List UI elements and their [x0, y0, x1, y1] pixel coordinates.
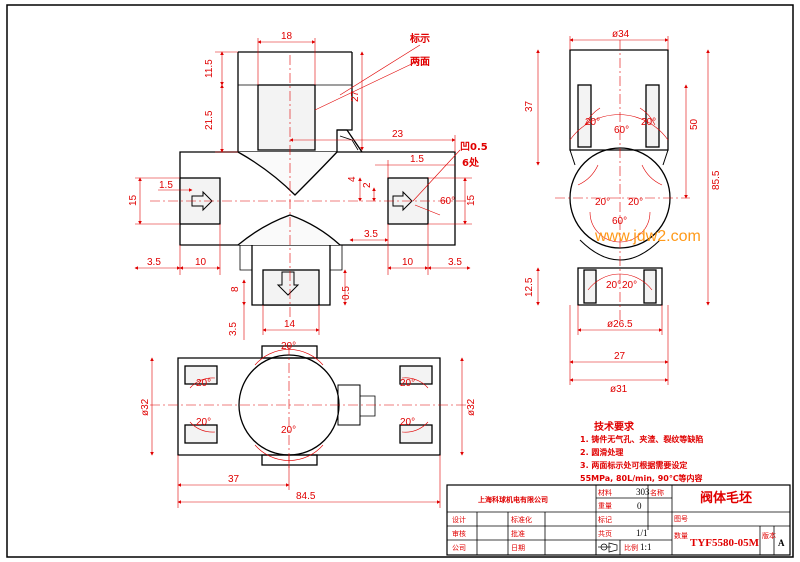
dim-0-5: 0.5 — [341, 286, 352, 300]
dim-1-5-right: 1.5 — [410, 154, 424, 165]
dim-side-dia-26-5: ø26.5 — [607, 319, 633, 330]
dim-3-5-d: 3.5 — [228, 322, 239, 336]
dim-side-a20-1: 20° — [585, 117, 600, 128]
mark-label: 标记 — [598, 515, 612, 524]
front-view-labels: 标示 两面 凹0.5 6处 — [409, 32, 488, 169]
standard-label: 标准化 — [511, 515, 532, 524]
dim-top-dia-32-left: ø32 — [140, 398, 151, 416]
label-emboss: 凹0.5 — [460, 141, 488, 153]
approve-label: 批准 — [511, 529, 525, 538]
dim-10-b: 10 — [402, 257, 414, 268]
dim-11-5: 11.5 — [204, 59, 215, 78]
dim-top-84-5: 84.5 — [296, 491, 316, 502]
dim-15-left: 15 — [128, 194, 139, 206]
material-value: 303 — [636, 487, 650, 497]
dim-side-a20-5: 20° — [606, 280, 621, 291]
dim-27: 27 — [350, 90, 361, 102]
side-view-dim-text: ø34 37 20° 20° 60° 50 85.5 20° 20° 60° 2… — [524, 29, 722, 395]
sheet-value: 1/1 — [636, 528, 648, 538]
dim-top-a20-l1: 20° — [196, 378, 211, 389]
weight-value: 0 — [637, 501, 642, 511]
dim-3-5-c: 3.5 — [448, 257, 462, 268]
side-view — [555, 40, 690, 320]
top-view — [150, 345, 470, 470]
dim-side-27: 27 — [614, 351, 626, 362]
dim-side-a20-4: 20° — [628, 197, 643, 208]
dim-8: 8 — [230, 286, 241, 292]
dim-top-a20-r1: 20° — [400, 378, 415, 389]
title-block-text: 上海科球机电有限公司 材料 303 名称 阀体毛坯 重量 0 图号 设计 标准化… — [452, 487, 785, 553]
dim-angle-60: 60° — [440, 196, 455, 207]
dim-top-a20-top: 20° — [281, 341, 296, 352]
dim-side-12-5: 12.5 — [524, 277, 535, 297]
drawing-no-caption: 数量 — [674, 531, 688, 540]
version-value: A — [778, 538, 785, 548]
sheet-label: 共页 — [598, 529, 612, 538]
tech-req-title: 技术要求 — [594, 420, 635, 433]
name-label: 名称 — [650, 488, 664, 497]
dim-side-37: 37 — [524, 100, 535, 112]
front-view-dim-text: 18 11.5 21.5 27 23 1.5 4 2 1.5 15 15 60°… — [128, 31, 477, 336]
company-name: 上海科球机电有限公司 — [478, 495, 548, 504]
label-mark: 标示 — [409, 32, 430, 45]
projection-symbol — [598, 542, 618, 553]
dim-4: 4 — [347, 176, 358, 182]
design-label: 设计 — [452, 515, 466, 524]
company-label: 公司 — [452, 544, 466, 552]
material-label: 材料 — [598, 488, 612, 497]
scale-value: 1:1 — [640, 542, 652, 552]
dim-top-37: 37 — [228, 474, 240, 485]
label-two-faces: 两面 — [410, 56, 430, 68]
side-view-dimensions — [536, 36, 710, 385]
tech-requirements: 技术要求 1. 铸件无气孔、夹渣、裂纹等缺陷 2. 圆滑处理 3. 两面标示处可… — [580, 420, 703, 483]
drawing-no-label: 图号 — [674, 515, 688, 523]
dim-1-5-left: 1.5 — [159, 180, 173, 191]
dim-23: 23 — [392, 129, 404, 140]
title-block — [446, 484, 791, 556]
watermark: www.jdw2.com — [594, 228, 701, 245]
top-view-dim-text: 20° 20° 20° 20° 20° 20° ø32 ø32 37 84.5 — [140, 341, 477, 502]
dim-2: 2 — [362, 182, 373, 188]
drawing-frame — [6, 4, 794, 558]
dim-side-dia-31: ø31 — [610, 384, 628, 395]
drawing-number: TYF5580-05M — [690, 537, 760, 549]
dim-side-a20-6: 20° — [622, 280, 637, 291]
tech-req-item-1: 1. 铸件无气孔、夹渣、裂纹等缺陷 — [580, 434, 703, 444]
front-view-dimensions — [134, 38, 472, 340]
dim-side-a60-1: 60° — [614, 125, 629, 136]
tech-req-item-2: 2. 圆滑处理 — [580, 447, 623, 457]
dim-side-a60-2: 60° — [612, 216, 627, 227]
dim-top-a20-r2: 20° — [400, 417, 415, 428]
review-label: 审核 — [452, 529, 466, 538]
top-view-dimensions — [150, 349, 464, 508]
dim-side-85-5: 85.5 — [711, 170, 722, 190]
dim-3-5-a: 3.5 — [364, 229, 378, 240]
date-label: 日期 — [511, 544, 525, 552]
label-places: 6处 — [462, 156, 480, 169]
weight-label: 重量 — [598, 502, 612, 510]
dim-top-a20-l2: 20° — [196, 417, 211, 428]
version-label: 版本 — [762, 531, 776, 540]
dim-10-a: 10 — [195, 257, 207, 268]
part-name: 阀体毛坯 — [700, 490, 752, 506]
dim-side-50: 50 — [689, 118, 700, 130]
dim-dia-34: ø34 — [612, 29, 630, 40]
tech-req-item-4: 55MPa, 80L/min, 90℃等内容 — [580, 473, 703, 483]
dim-top-width: 18 — [281, 31, 293, 42]
dim-14: 14 — [284, 319, 296, 330]
dim-top-a20-bottom: 20° — [281, 425, 296, 436]
tech-req-item-3: 3. 两面标示处可根据需要设定 — [580, 460, 687, 470]
dim-side-a20-3: 20° — [595, 197, 610, 208]
scale-label: 比例 — [624, 543, 638, 552]
front-view — [150, 51, 470, 320]
dim-top-dia-32-right: ø32 — [466, 398, 477, 416]
dim-side-a20-2: 20° — [641, 117, 656, 128]
dim-15-right: 15 — [466, 194, 477, 206]
dim-3-5-b: 3.5 — [147, 257, 161, 268]
dim-21-5: 21.5 — [204, 110, 215, 130]
